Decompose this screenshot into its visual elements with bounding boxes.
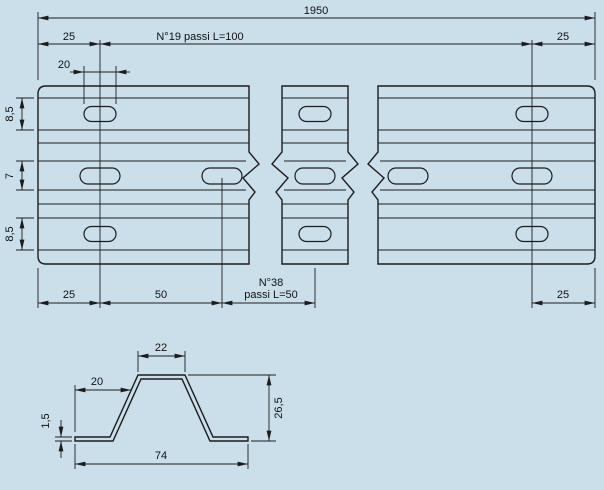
bend-lines bbox=[38, 97, 595, 251]
dim-profile-thickness: 1,5 bbox=[40, 413, 52, 428]
slot bbox=[294, 167, 336, 185]
dim-profile-overall-width: 74 bbox=[155, 450, 167, 462]
dim-profile-flange-run: 20 bbox=[91, 376, 103, 388]
dim-band-top: 8,5 bbox=[4, 106, 16, 121]
slot bbox=[298, 105, 332, 123]
dim-overall-length: 1950 bbox=[304, 5, 328, 17]
dim-slot-length: 20 bbox=[58, 59, 70, 71]
slot bbox=[298, 225, 332, 243]
dim-profile-height: 26,5 bbox=[273, 397, 285, 418]
dim-offset-top-right: 25 bbox=[557, 31, 569, 43]
dim-profile-top-width: 22 bbox=[155, 342, 167, 354]
plan-view bbox=[37, 85, 596, 265]
section-profile bbox=[74, 374, 249, 442]
dim-pitch-note-line1: N°38 bbox=[259, 277, 284, 289]
slots bbox=[79, 105, 553, 243]
dim-band-middle: 7 bbox=[4, 173, 16, 179]
dim-offset-bottom-left: 25 bbox=[63, 289, 75, 301]
part-segment-left bbox=[37, 85, 260, 265]
plan-dimensions: 1950 25 N°19 passi L=100 25 20 8,5 7 8,5… bbox=[4, 5, 596, 308]
part-segment-right bbox=[367, 85, 596, 265]
section-view: 22 20 1,5 26,5 74 bbox=[40, 342, 285, 469]
part-segment-middle bbox=[271, 85, 359, 265]
dim-band-bottom: 8,5 bbox=[4, 226, 16, 241]
dim-offset-top-left: 25 bbox=[63, 31, 75, 43]
dim-pitch-top: N°19 passi L=100 bbox=[156, 31, 243, 43]
slot bbox=[387, 167, 429, 185]
dim-offset-bottom-right: 25 bbox=[557, 289, 569, 301]
dim-pitch-note-line2: passi L=50 bbox=[244, 289, 298, 301]
dim-pitch-50: 50 bbox=[155, 289, 167, 301]
